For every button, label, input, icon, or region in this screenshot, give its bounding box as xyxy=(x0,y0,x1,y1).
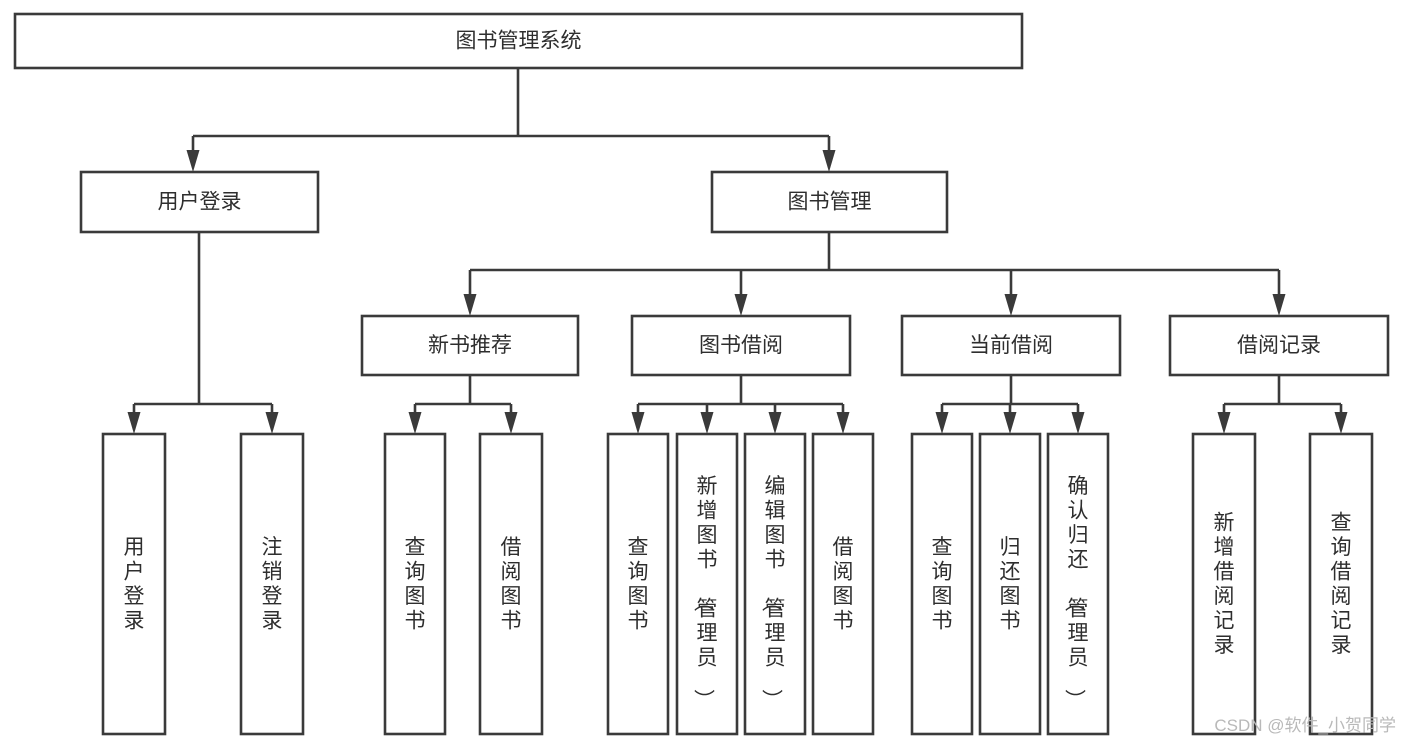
node-leaf5[interactable]: 查询图书 xyxy=(606,432,670,736)
arrow-head-icon xyxy=(186,150,200,172)
connector-layer xyxy=(127,68,1348,434)
node-box-leaf10[interactable] xyxy=(978,432,1042,736)
arrow-head-icon xyxy=(734,294,748,316)
node-leaf1[interactable]: 用户登录 xyxy=(101,432,167,736)
node-current[interactable]: 当前借阅 xyxy=(900,314,1122,377)
node-label-leaf13: 查询借阅记录 xyxy=(1331,512,1352,658)
arrow-head-icon xyxy=(935,412,949,434)
node-box-leaf13[interactable] xyxy=(1308,432,1374,736)
node-label-leaf7: 编辑图书（管理员） xyxy=(760,475,786,710)
arrow-head-icon xyxy=(1003,412,1017,434)
node-layer: 图书管理系统用户登录图书管理新书推荐图书借阅当前借阅借阅记录用户登录注销登录查询… xyxy=(13,12,1390,736)
node-label-borrow: 图书借阅 xyxy=(699,334,783,357)
csdn-watermark: CSDN @软件_小贺同学 xyxy=(1214,716,1396,735)
node-leaf9[interactable]: 查询图书 xyxy=(910,432,974,736)
arrow-head-icon xyxy=(408,412,422,434)
connector-group-borrow xyxy=(631,375,850,434)
connector-group-newbook xyxy=(408,375,518,434)
node-leaf8[interactable]: 借阅图书 xyxy=(811,432,875,736)
node-label-leaf12: 新增借阅记录 xyxy=(1214,512,1235,658)
node-box-leaf3[interactable] xyxy=(383,432,447,736)
arrow-head-icon xyxy=(1071,412,1085,434)
connector-group-root xyxy=(186,68,836,172)
arrow-head-icon xyxy=(265,412,279,434)
node-box-leaf7[interactable] xyxy=(743,432,807,736)
arrow-head-icon xyxy=(768,412,782,434)
connector-group-bookmgmt xyxy=(463,232,1286,316)
node-box-leaf11[interactable] xyxy=(1046,432,1110,736)
node-label-leaf10: 归还图书 xyxy=(1000,536,1021,633)
arrow-head-icon xyxy=(463,294,477,316)
node-label-leaf3: 查询图书 xyxy=(405,536,426,633)
node-box-leaf1[interactable] xyxy=(101,432,167,736)
connector-group-current xyxy=(935,375,1085,434)
node-leaf4[interactable]: 借阅图书 xyxy=(478,432,544,736)
node-label-current: 当前借阅 xyxy=(969,334,1053,357)
node-box-leaf6[interactable] xyxy=(675,432,739,736)
arrow-head-icon xyxy=(1217,412,1231,434)
node-leaf10[interactable]: 归还图书 xyxy=(978,432,1042,736)
node-leaf12[interactable]: 新增借阅记录 xyxy=(1191,432,1257,736)
node-label-record: 借阅记录 xyxy=(1237,334,1321,357)
arrow-head-icon xyxy=(836,412,850,434)
node-box-bookmgmt[interactable] xyxy=(710,170,949,234)
arrow-head-icon xyxy=(504,412,518,434)
node-root[interactable]: 图书管理系统 xyxy=(13,12,1024,70)
node-login[interactable]: 用户登录 xyxy=(79,170,320,234)
node-box-newbook[interactable] xyxy=(360,314,580,377)
node-box-leaf2[interactable] xyxy=(239,432,305,736)
node-box-leaf4[interactable] xyxy=(478,432,544,736)
node-bookmgmt[interactable]: 图书管理 xyxy=(710,170,949,234)
node-label-bookmgmt: 图书管理 xyxy=(788,191,872,214)
node-record[interactable]: 借阅记录 xyxy=(1168,314,1390,377)
arrow-head-icon xyxy=(1004,294,1018,316)
arrow-head-icon xyxy=(1272,294,1286,316)
node-leaf11[interactable]: 确认归还（管理员） xyxy=(1046,432,1110,736)
connector-group-login xyxy=(127,232,279,434)
node-box-root[interactable] xyxy=(13,12,1024,70)
node-label-newbook: 新书推荐 xyxy=(428,334,512,357)
arrow-head-icon xyxy=(1334,412,1348,434)
arrow-head-icon xyxy=(700,412,714,434)
node-label-root: 图书管理系统 xyxy=(456,30,582,53)
node-label-leaf2: 注销登录 xyxy=(262,536,283,633)
node-box-record[interactable] xyxy=(1168,314,1390,377)
node-leaf3[interactable]: 查询图书 xyxy=(383,432,447,736)
arrow-head-icon xyxy=(631,412,645,434)
node-box-leaf5[interactable] xyxy=(606,432,670,736)
node-box-leaf8[interactable] xyxy=(811,432,875,736)
node-label-leaf9: 查询图书 xyxy=(932,536,953,633)
node-label-leaf5: 查询图书 xyxy=(628,536,649,633)
node-label-leaf6: 新增图书（管理员） xyxy=(692,475,718,710)
arrow-head-icon xyxy=(822,150,836,172)
node-box-leaf12[interactable] xyxy=(1191,432,1257,736)
node-label-leaf4: 借阅图书 xyxy=(501,536,522,633)
node-label-login: 用户登录 xyxy=(158,191,242,214)
node-label-leaf8: 借阅图书 xyxy=(833,536,854,633)
node-box-current[interactable] xyxy=(900,314,1122,377)
node-borrow[interactable]: 图书借阅 xyxy=(630,314,852,377)
arrow-head-icon xyxy=(127,412,141,434)
node-box-borrow[interactable] xyxy=(630,314,852,377)
node-label-leaf1: 用户登录 xyxy=(124,536,145,633)
connector-group-record xyxy=(1217,375,1348,434)
node-leaf13[interactable]: 查询借阅记录 xyxy=(1308,432,1374,736)
node-box-login[interactable] xyxy=(79,170,320,234)
node-newbook[interactable]: 新书推荐 xyxy=(360,314,580,377)
node-leaf2[interactable]: 注销登录 xyxy=(239,432,305,736)
node-box-leaf9[interactable] xyxy=(910,432,974,736)
node-label-leaf11: 确认归还（管理员） xyxy=(1063,475,1089,710)
node-leaf6[interactable]: 新增图书（管理员） xyxy=(675,432,739,736)
node-leaf7[interactable]: 编辑图书（管理员） xyxy=(743,432,807,736)
